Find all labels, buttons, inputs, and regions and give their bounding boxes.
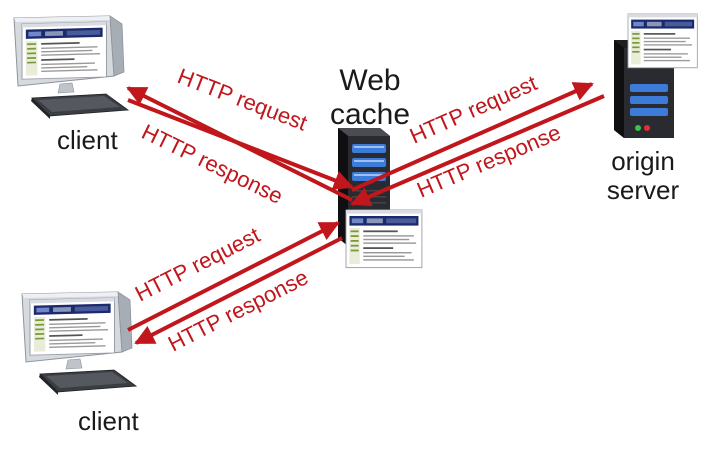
arrow-response-cache-to-client-bottom [134, 236, 343, 345]
arrow-response-cache-to-client [126, 86, 353, 202]
client-label-bottom: client [78, 406, 139, 436]
client-label-top: client [57, 125, 118, 155]
cached-webpage-icon [345, 209, 423, 269]
red-led-icon [644, 125, 650, 131]
arrow-request-client-bottom-to-cache [127, 221, 340, 332]
origin-server [614, 13, 698, 138]
arrows-group [126, 82, 605, 345]
web-cache-label-line1: Web [339, 64, 400, 97]
client-computer-top [14, 16, 128, 119]
green-led-icon [635, 125, 641, 131]
origin-webpage-icon [627, 13, 698, 69]
arrow-request-cache-to-origin [351, 82, 594, 192]
desktop-computer-icon [22, 292, 136, 395]
arrow-response-origin-to-cache [350, 94, 605, 207]
origin-server-label-line1: origin [611, 146, 675, 176]
origin-server-label-line2: server [607, 175, 680, 205]
desktop-computer-icon [14, 16, 128, 119]
web-cache-label-line2: cache [330, 98, 410, 131]
client-computer-bottom [22, 292, 136, 395]
